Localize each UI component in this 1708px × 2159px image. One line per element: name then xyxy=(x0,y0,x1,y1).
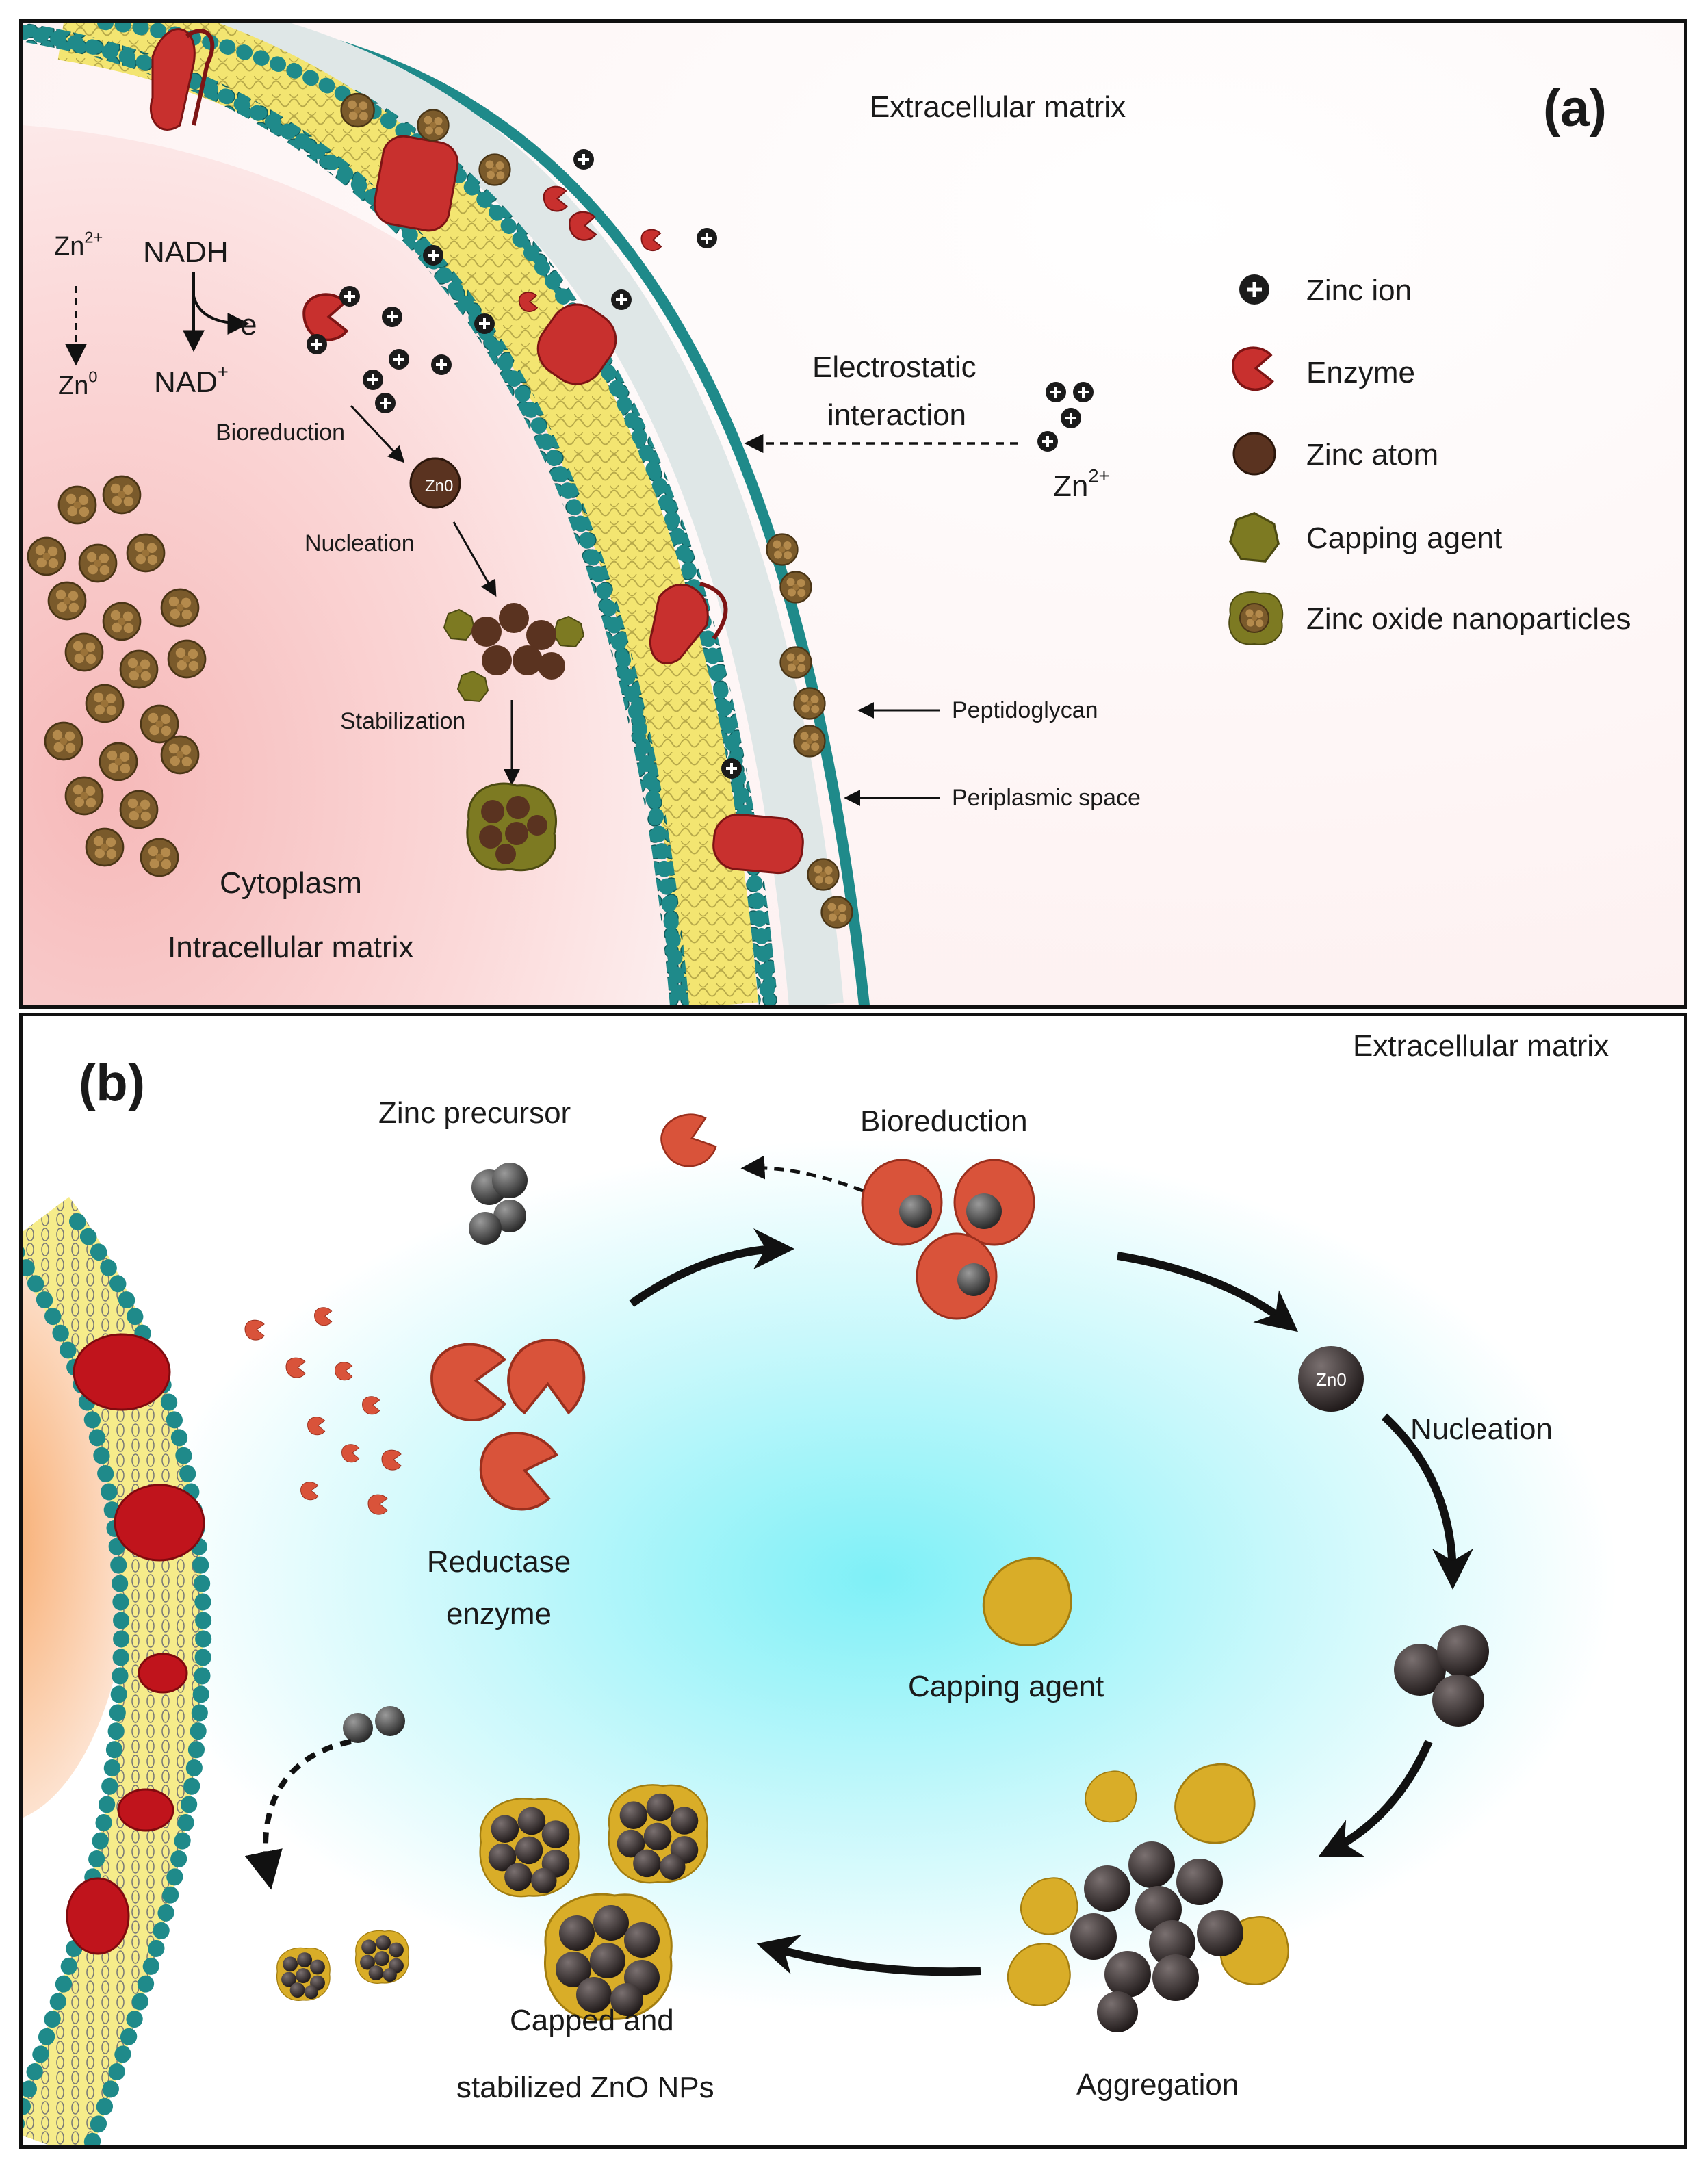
zn0-atom-text-b: Zn0 xyxy=(1316,1369,1347,1390)
stabilization-label: Stabilization xyxy=(340,708,466,734)
arrow-to-nucleation xyxy=(1381,1413,1473,1590)
nadh-label: NADH xyxy=(143,235,229,269)
peptidoglycan-label: Peptidoglycan xyxy=(952,697,1098,723)
zinc-oxide-nanoparticle-icon xyxy=(1228,591,1284,645)
membrane-channel-middle xyxy=(649,582,728,664)
aggregation-label: Aggregation xyxy=(1076,2068,1239,2102)
zn2-outside-label: Zn2+ xyxy=(1053,465,1110,503)
legend-capping-agent: Capping agent xyxy=(1306,521,1503,555)
panel-b: (b) Extracellular matrix Zinc precursor … xyxy=(19,1013,1687,2149)
capped-label-line2: stabilized ZnO NPs xyxy=(456,2071,714,2104)
nucleation-trio xyxy=(1394,1625,1489,1727)
zinc-precursor-label: Zinc precursor xyxy=(378,1096,571,1130)
zinc-atom-icon xyxy=(1232,432,1276,476)
aggregation-group xyxy=(1007,1763,1290,2032)
electrostatic-label-line2: interaction xyxy=(827,398,967,432)
arrow-enzyme-release xyxy=(740,1155,864,1193)
extracellular-matrix-label: Extracellular matrix xyxy=(870,90,1126,124)
legend-zinc-atom: Zinc atom xyxy=(1306,438,1439,471)
zn0-label: Zn0 xyxy=(58,367,98,400)
nucleation-label-b: Nucleation xyxy=(1410,1412,1553,1446)
capped-label-line1: Capped and xyxy=(510,2004,674,2037)
arrow-to-capped xyxy=(756,1935,981,1976)
panel-a-illustration xyxy=(23,23,1684,1005)
zn0-atom xyxy=(409,457,461,509)
electron-arrow xyxy=(192,296,250,335)
membrane-protein-2 xyxy=(536,303,617,385)
membrane-outer-heads xyxy=(69,1213,212,2145)
membrane-protein-1 xyxy=(373,135,459,232)
intracellular-matrix-label: Intracellular matrix xyxy=(168,931,414,964)
electrostatic-label-line1: Electrostatic xyxy=(812,350,976,384)
nucleation-cluster xyxy=(443,603,584,702)
bioreduction-label: Bioreduction xyxy=(216,419,346,445)
membrane-protein-3 xyxy=(712,813,804,875)
bioreduction-arrow xyxy=(350,404,405,463)
arrow-to-aggregation xyxy=(1318,1740,1433,1857)
cytoplasm-label: Cytoplasm xyxy=(220,866,362,900)
membrane-inner-heads xyxy=(23,1246,130,2132)
membrane-proteins xyxy=(66,1333,205,1955)
reductase-label-line1: Reductase xyxy=(426,1545,571,1579)
legend-zinc-ion: Zinc ion xyxy=(1306,274,1412,307)
membrane-channel-top xyxy=(149,28,215,131)
legend-icons xyxy=(1228,274,1284,645)
capping-agent-label-b: Capping agent xyxy=(908,1670,1104,1703)
periplasmic-space xyxy=(155,23,844,1005)
extracellular-medium-glow xyxy=(139,1139,1617,2015)
zn0-atom-text: Zn0 xyxy=(425,477,454,495)
membrane-lipid-core xyxy=(57,23,758,1005)
nucleation-label: Nucleation xyxy=(305,530,415,556)
bioreduction-label-b: Bioreduction xyxy=(860,1104,1028,1138)
panel-a: (a) Extracellular matrix Zn2+ Zn0 NADH N… xyxy=(19,19,1687,1009)
electron-label: e xyxy=(240,308,257,341)
nucleation-arrow xyxy=(452,521,497,597)
zinc-ion-icon xyxy=(1239,274,1269,305)
legend-enzyme: Enzyme xyxy=(1306,356,1415,389)
nad-label: NAD+ xyxy=(154,361,229,399)
zn2-label: Zn2+ xyxy=(54,228,103,261)
arrow-to-zn0 xyxy=(1117,1252,1299,1332)
zinc-precursor-cluster xyxy=(469,1163,528,1245)
capped-nanoparticles xyxy=(276,1706,708,2021)
panel-b-tag: (b) xyxy=(79,1054,146,1112)
extracellular-matrix-label-b: Extracellular matrix xyxy=(1353,1029,1609,1063)
periplasmic-space-label: Periplasmic space xyxy=(952,785,1141,811)
stabilized-nanoparticle xyxy=(466,782,558,872)
legend-zinc-oxide-nanoparticles: Zinc oxide nanoparticles xyxy=(1306,602,1631,636)
arrow-uptake xyxy=(244,1739,352,1890)
bioreduction-group xyxy=(861,1159,1035,1320)
panel-b-illustration xyxy=(23,1016,1684,2145)
panel-a-tag: (a) xyxy=(1543,79,1607,138)
reductase-label-line2: enzyme xyxy=(445,1597,552,1631)
zn0-atom xyxy=(1298,1346,1364,1412)
arrow-to-bioreduction xyxy=(629,1228,794,1307)
